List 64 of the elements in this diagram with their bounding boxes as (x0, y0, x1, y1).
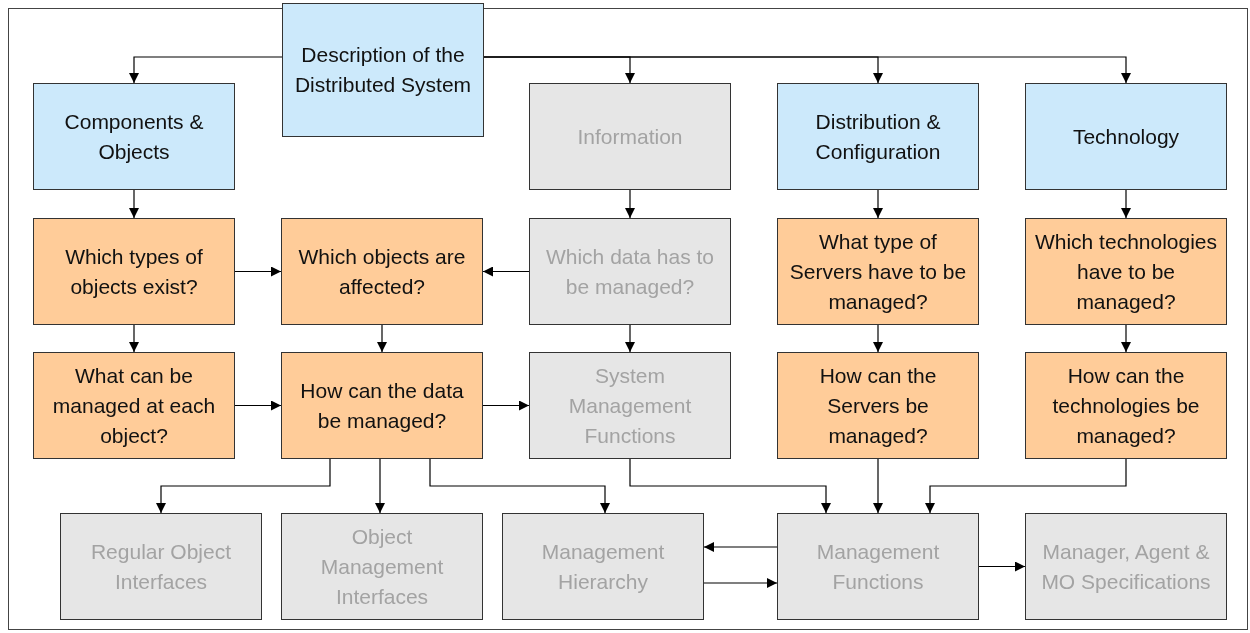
arrow (129, 324, 139, 353)
process-box (1025, 83, 1227, 190)
process-box (529, 218, 731, 325)
arrow (629, 458, 831, 514)
arrow (129, 56, 283, 84)
process-box (777, 218, 979, 325)
process-box (281, 513, 483, 620)
box-label: Information (577, 123, 683, 150)
box-label: Manager, Agent & MO Specifications (1040, 538, 1212, 595)
arrow (1121, 324, 1131, 353)
process-box (1025, 352, 1227, 459)
process-box (502, 513, 704, 620)
arrow (625, 189, 635, 219)
arrow (1121, 189, 1131, 219)
process-box (281, 352, 483, 459)
box-label: How can the data be managed? (299, 377, 465, 434)
arrow (482, 266, 530, 277)
arrow (873, 324, 883, 353)
box-label: Object Management Interfaces (319, 523, 445, 610)
arrow (377, 324, 387, 353)
arrow (873, 189, 883, 219)
box-label: Distribution & Configuration (814, 108, 942, 165)
process-box (33, 83, 235, 190)
box-label: Which technologies have to be managed? (1034, 228, 1218, 315)
arrow (873, 458, 883, 514)
arrow (429, 458, 610, 514)
box-label: Description of the Distributed System (293, 42, 473, 98)
arrow (978, 561, 1026, 572)
arrow (375, 458, 385, 514)
arrow (129, 189, 139, 219)
arrow (482, 400, 530, 411)
process-box (60, 513, 262, 620)
process-box (1025, 218, 1227, 325)
process-box (281, 218, 483, 325)
box-label: How can the technologies be managed? (1051, 362, 1201, 449)
process-box (777, 83, 979, 190)
box-label: Technology (1072, 123, 1180, 150)
process-box (1025, 513, 1227, 620)
box-label: What can be managed at each object? (51, 362, 217, 449)
box-label: Management Functions (815, 538, 941, 595)
box-label: Regular Object Interfaces (89, 538, 233, 595)
arrow (234, 400, 282, 411)
process-box (529, 83, 731, 190)
process-box (33, 352, 235, 459)
box-label: How can the Servers be managed? (818, 362, 938, 449)
process-box (282, 3, 484, 137)
arrow (703, 542, 778, 552)
box-label: System Management Functions (567, 362, 693, 449)
process-box (529, 352, 731, 459)
arrow (483, 56, 1131, 84)
box-label: What type of Servers have to be managed? (788, 228, 968, 315)
arrow (234, 266, 282, 277)
arrow (625, 324, 635, 353)
process-box (777, 352, 979, 459)
process-box (777, 513, 979, 620)
box-label: Which types of objects exist? (64, 243, 204, 300)
arrow (703, 578, 778, 588)
box-label: Components & Objects (63, 108, 205, 165)
arrow (925, 458, 1127, 514)
box-label: Which data has to be managed? (544, 243, 716, 300)
box-label: Management Hierarchy (540, 538, 666, 595)
arrow (156, 458, 331, 514)
box-label: Which objects are affected? (297, 243, 467, 300)
process-box (33, 218, 235, 325)
